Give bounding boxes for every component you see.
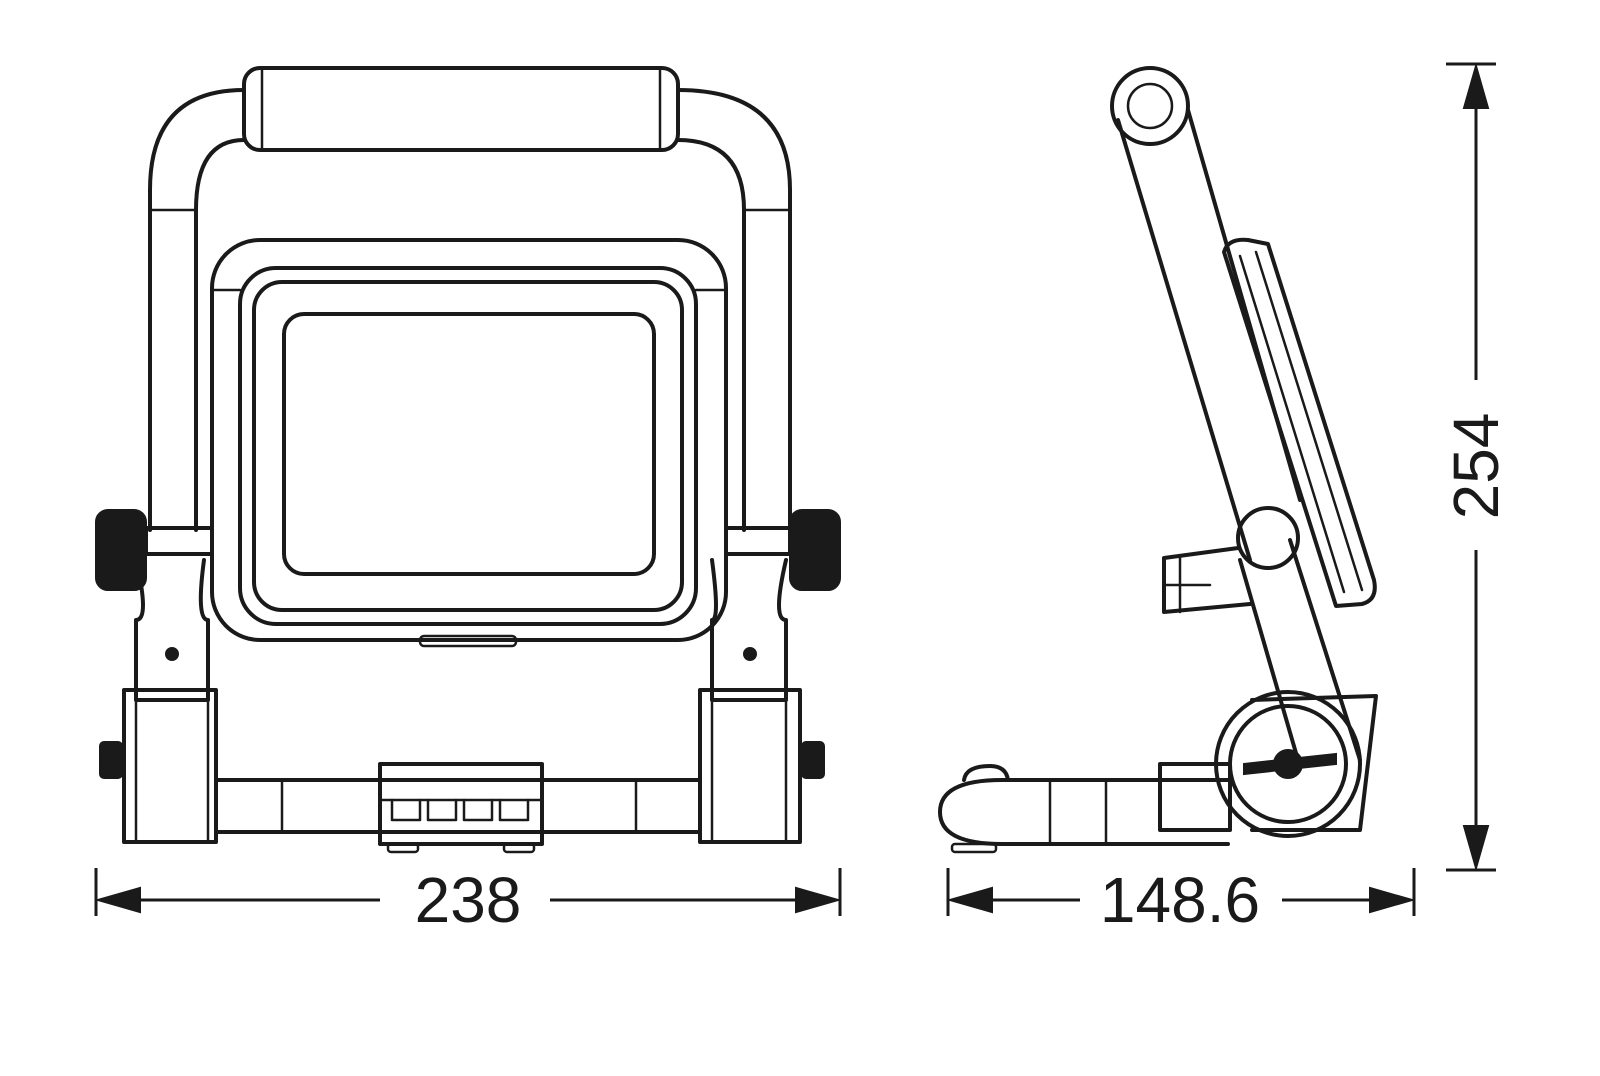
front-led-panel bbox=[282, 312, 656, 576]
dimension-depth: 148.6 bbox=[946, 864, 1416, 936]
front-handle-grip bbox=[242, 66, 680, 152]
dimension-width-label: 238 bbox=[415, 864, 522, 936]
front-knob-left bbox=[95, 509, 214, 591]
side-lamp-housing bbox=[1222, 237, 1377, 608]
side-handle-loop bbox=[1110, 66, 1190, 146]
side-foot bbox=[938, 778, 1230, 846]
front-base-clip bbox=[378, 762, 544, 846]
side-frame-arm bbox=[1116, 108, 1302, 562]
dimension-width: 238 bbox=[94, 864, 842, 936]
front-knob-right bbox=[724, 509, 841, 591]
front-view bbox=[95, 66, 841, 854]
side-pivot bbox=[1236, 506, 1300, 570]
dimension-height: 254 bbox=[1440, 62, 1512, 872]
front-base-bar bbox=[214, 778, 702, 834]
dimension-height-label: 254 bbox=[1440, 413, 1512, 520]
dimension-depth-label: 148.6 bbox=[1100, 864, 1260, 936]
front-frame bbox=[148, 88, 792, 532]
front-lamp-housing bbox=[210, 238, 728, 642]
side-view bbox=[938, 66, 1378, 854]
